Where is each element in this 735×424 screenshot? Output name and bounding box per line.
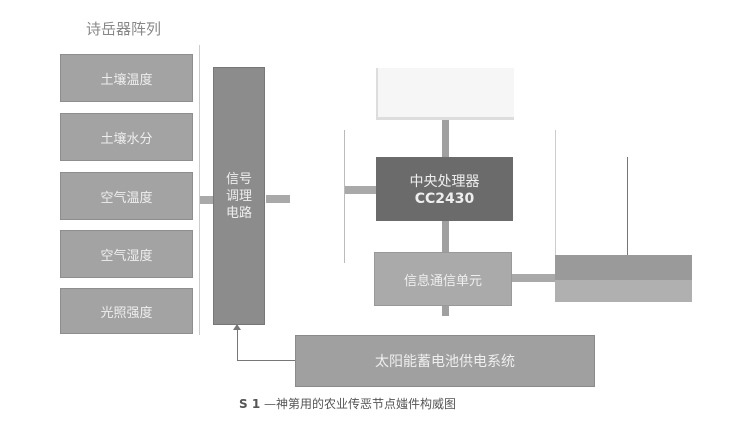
sensor-air-temp: 空气温度 [60,172,193,220]
cpu-model: CC2430 [414,191,475,207]
sensor-soil-temp: 土壤温度 [60,54,193,102]
arrow [345,186,376,194]
feedback-line [237,328,238,361]
sensor-air-humidity: 空气湿度 [60,230,193,278]
arrow [266,195,290,203]
divider [199,45,200,335]
arrow [442,120,449,157]
right-block [555,255,692,280]
arrow [200,196,213,204]
caption: S 1 —神第用的农业传恶节点媸件构威图 [239,395,456,412]
divider [344,130,345,263]
array-title: 诗岳器阵列 [86,20,162,38]
antenna-line [627,157,628,255]
arrow [442,221,449,252]
signal-conditioning: 信号调理电路 [213,67,265,325]
arrow-head-icon [233,324,241,330]
cpu-box: 中央处理器 CC2430 [376,157,513,221]
power-system: 太阳能蓄电池供电系统 [295,335,595,387]
feedback-line [237,360,295,361]
sensor-light: 光照强度 [60,288,193,334]
sensor-soil-moisture: 土壤水分 [60,113,193,161]
right-block-lower [555,280,692,302]
comm-unit: 信息通信单元 [374,252,512,306]
top-box [376,68,514,120]
caption-text: —神第用的农业传恶节点媸件构威图 [264,397,457,411]
arrow [512,274,555,282]
arrow [442,306,449,316]
cpu-name: 中央处理器 [409,174,480,190]
caption-label: S 1 [239,397,261,411]
divider [555,130,556,255]
